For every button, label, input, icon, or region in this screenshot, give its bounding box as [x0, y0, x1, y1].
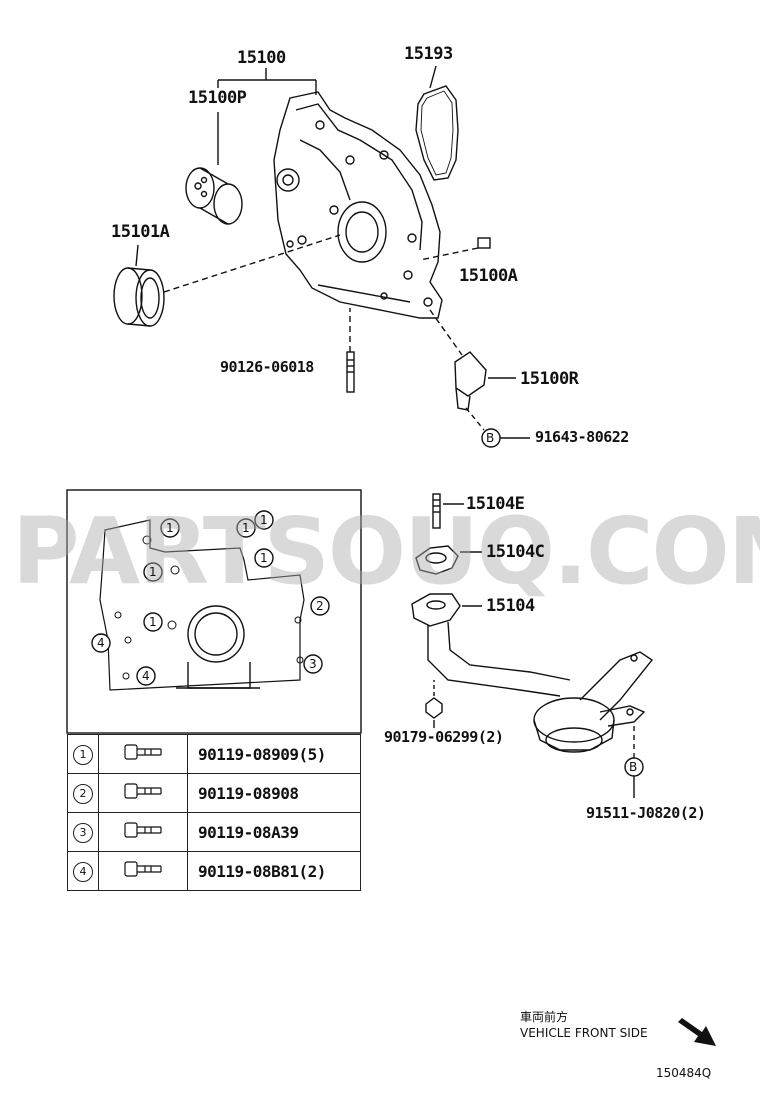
inset-marker-1d: 1 — [242, 521, 250, 535]
part-number[interactable]: 90119-08908 — [187, 773, 361, 813]
inset-bolt-map — [66, 489, 362, 734]
callout-15100A: 15100A — [459, 266, 518, 286]
part-number[interactable]: 90119-08A39 — [187, 812, 361, 852]
bolt-icon — [124, 783, 162, 799]
inset-marker-2: 2 — [316, 599, 324, 613]
inset-marker-3: 3 — [309, 657, 317, 671]
inset-marker-4a: 4 — [97, 636, 105, 650]
nut-90179 — [425, 680, 443, 728]
strainer-15104 — [411, 593, 654, 753]
row-number: 4 — [73, 862, 93, 882]
stud-90126 — [346, 308, 355, 393]
pin-15100A — [419, 237, 491, 261]
bracket-15100 — [217, 68, 317, 165]
callout-91643-80622: 91643-80622 — [535, 428, 629, 446]
callout-15100P: 15100P — [188, 88, 247, 108]
figure-id: 150484Q — [656, 1066, 712, 1080]
inset-marker-1e: 1 — [260, 513, 268, 527]
callout-90126-06018: 90126-06018 — [220, 358, 314, 376]
row-number: 2 — [73, 784, 93, 804]
gasket-15104C — [415, 545, 482, 575]
inset-marker-4b: 4 — [142, 669, 150, 683]
bolt-icon — [124, 822, 162, 838]
callout-15100R: 15100R — [520, 369, 579, 389]
table-row: 4 90119-08B81(2) — [67, 851, 361, 891]
marker-b-label-2: B — [629, 760, 638, 774]
row-number: 3 — [73, 823, 93, 843]
gear-15100P — [185, 167, 243, 225]
row-number: 1 — [73, 745, 93, 765]
relief-valve-15100R — [429, 309, 530, 448]
callout-15101A: 15101A — [111, 222, 170, 242]
inset-marker-1c: 1 — [149, 615, 157, 629]
marker-b-91511 — [624, 726, 644, 798]
oil-pump-body — [273, 91, 443, 319]
inset-marker-1b: 1 — [149, 565, 157, 579]
table-row: 1 90119-08909(5) — [67, 734, 361, 774]
callout-15100: 15100 — [237, 48, 286, 68]
callout-15104E: 15104E — [466, 494, 525, 514]
callout-15104: 15104 — [486, 596, 535, 616]
part-number[interactable]: 90119-08909(5) — [187, 734, 361, 774]
inset-marker-1f: 1 — [260, 551, 268, 565]
callout-15104C: 15104C — [486, 542, 545, 562]
front-arrow-icon — [676, 1018, 716, 1046]
stud-15104E — [432, 493, 464, 529]
marker-b-label: B — [486, 431, 495, 445]
table-row: 3 90119-08A39 — [67, 812, 361, 852]
front-side-en: VEHICLE FRONT SIDE — [520, 1026, 648, 1040]
part-number[interactable]: 90119-08B81(2) — [187, 851, 361, 891]
bolt-icon — [124, 744, 162, 760]
gasket-15193 — [415, 85, 459, 181]
callout-15193: 15193 — [404, 44, 453, 64]
table-row: 2 90119-08908 — [67, 773, 361, 813]
inset-marker-1a: 1 — [166, 521, 174, 535]
bolt-table: 1 90119-08909(5) 2 90119-08908 3 90119-0… — [67, 734, 361, 891]
front-side-jp: 車両前方 — [520, 1010, 569, 1024]
bolt-icon — [124, 861, 162, 877]
callout-91511-J0820: 91511-J0820(2) — [586, 804, 706, 822]
seal-15101A — [113, 234, 341, 327]
callout-90179-06299: 90179-06299(2) — [384, 728, 504, 746]
